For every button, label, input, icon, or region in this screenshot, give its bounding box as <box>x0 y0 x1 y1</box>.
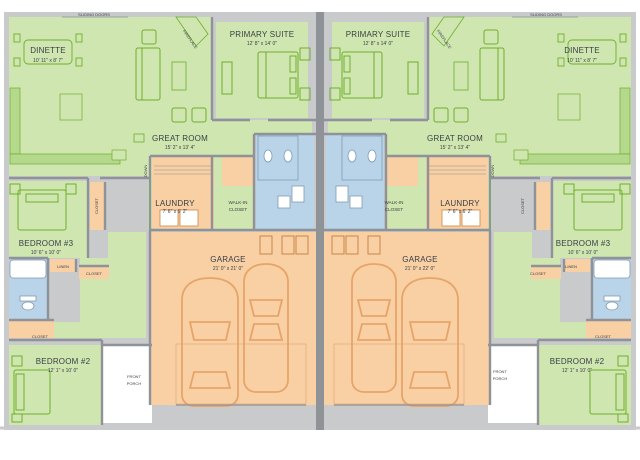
linen-label: LINEN <box>565 264 577 269</box>
walk-in-line1: WALK-IN <box>385 200 404 205</box>
bedroom3-name: BEDROOM #3 <box>19 239 74 248</box>
garage-name: GARAGE <box>210 255 245 264</box>
garage-name: GARAGE <box>402 255 437 264</box>
dinette-name: DINETTE <box>564 46 600 55</box>
linen-label: LINEN <box>57 264 69 269</box>
bedroom2-name: BEDROOM #2 <box>550 357 605 366</box>
front-porch-line1: FRONT <box>127 374 141 379</box>
closet-mid-label: CLOSET <box>86 271 103 276</box>
bedroom2-dim: 12' 1" x 10' 0" <box>562 368 592 374</box>
sliding-doors-label: SLIDING DOORS <box>78 12 110 17</box>
walk-in-line2: CLOSET <box>229 207 248 212</box>
primary-suite-name: PRIMARY SUITE <box>230 30 295 39</box>
bedroom3-dim: 10' 6" x 10' 0" <box>31 250 61 256</box>
primary-suite-dim: 12' 8" x 14' 0" <box>363 41 393 47</box>
closet-bottom-label: CLOSET <box>32 334 49 339</box>
laundry-name: LAUNDRY <box>155 199 195 208</box>
bedroom3-dim: 10' 6" x 10' 0" <box>568 250 598 256</box>
great-room-dim: 15' 2" x 13' 4" <box>165 145 195 151</box>
laundry-name: LAUNDRY <box>440 199 480 208</box>
front-porch-line1: FRONT <box>493 369 507 374</box>
dinette-dim: 10' 11" x 8' 7" <box>567 58 597 64</box>
garage-dim: 21' 0" x 21' 0" <box>213 266 243 272</box>
left-unit-labels: SLIDING DOORS DINETTE 10' 11" x 8' 7" FI… <box>19 12 295 386</box>
great-room-name: GREAT ROOM <box>152 134 208 143</box>
front-porch-line2: PORCH <box>493 376 508 381</box>
sliding-doors-label: SLIDING DOORS <box>530 12 562 17</box>
bedroom2-dim: 12' 1" x 10' 0" <box>48 368 78 374</box>
dinette-name: DINETTE <box>30 46 66 55</box>
down-label: DOWN <box>490 165 495 178</box>
walk-in-line1: WALK-IN <box>229 200 248 205</box>
primary-suite-name: PRIMARY SUITE <box>346 30 411 39</box>
primary-suite-dim: 12' 8" x 14' 0" <box>247 41 277 47</box>
down-label: DOWN <box>143 165 148 178</box>
closet-vertical-label: CLOSET <box>520 197 525 214</box>
walk-in-line2: CLOSET <box>385 207 404 212</box>
laundry-dim: 7' 6" x 6' 2" <box>163 209 188 215</box>
closet-bottom-label: CLOSET <box>595 334 612 339</box>
great-room-dim: 15' 2" x 13' 4" <box>440 145 470 151</box>
bedroom2-name: BEDROOM #2 <box>36 357 91 366</box>
laundry-dim: 7' 6" x 6' 2" <box>448 209 473 215</box>
garage-dim: 21' 0" x 22' 0" <box>405 266 435 272</box>
front-porch-line2: PORCH <box>127 381 142 386</box>
dinette-dim: 10' 11" x 8' 7" <box>33 58 63 64</box>
closet-mid-label: CLOSET <box>530 271 547 276</box>
closet-vertical-label: CLOSET <box>94 197 99 214</box>
great-room-name: GREAT ROOM <box>427 134 483 143</box>
bedroom3-name: BEDROOM #3 <box>556 239 611 248</box>
